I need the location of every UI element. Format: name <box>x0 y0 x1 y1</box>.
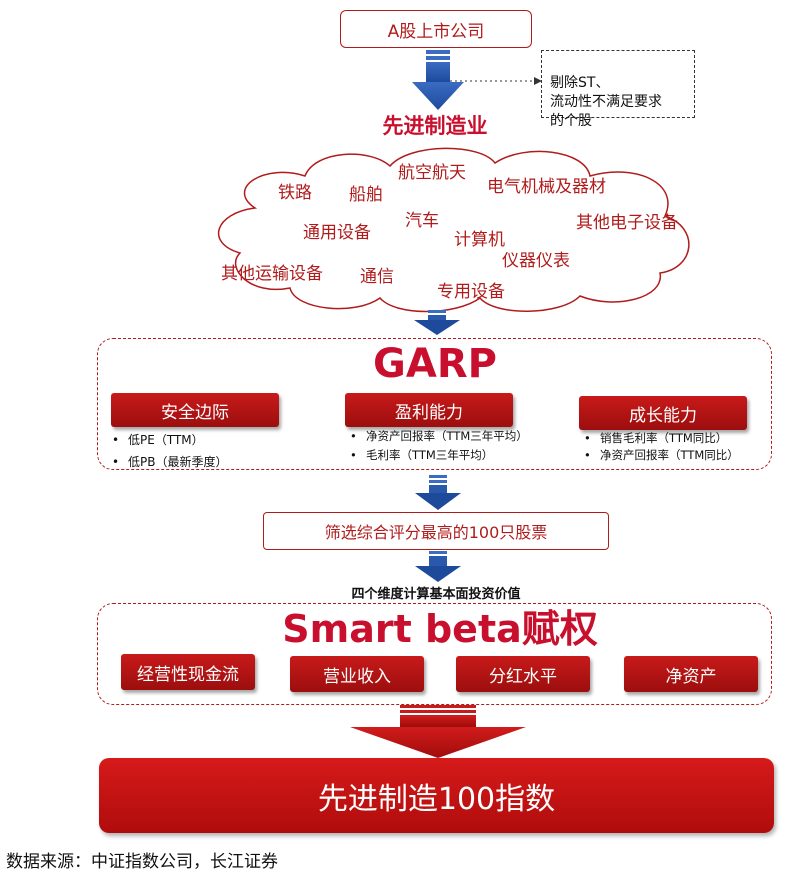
exclusion-note-text: 剔除ST、 流动性不满足要求 的个股 <box>550 75 662 129</box>
advanced-manufacturing-label: 先进制造业 <box>382 114 488 138</box>
growth-bullets: 销售毛利率（TTM同比） 净资产回报率（TTM同比） <box>580 430 739 464</box>
industry-special-equipment: 专用设备 <box>437 282 505 302</box>
industry-railway: 铁路 <box>278 183 312 203</box>
garp-panel <box>97 338 772 470</box>
smart-beta-title: Smart beta赋权 <box>282 607 598 651</box>
industry-shipbuilding: 船舶 <box>349 185 383 205</box>
factor-operating-cashflow-label: 经营性现金流 <box>137 664 239 685</box>
pill-growth-label: 成长能力 <box>629 405 697 426</box>
top-box-label: A股上市公司 <box>387 21 485 42</box>
pill-safety-margin-label: 安全边际 <box>161 402 229 423</box>
industry-aerospace: 航空航天 <box>398 163 466 183</box>
bullet-sales-margin-yoy: 销售毛利率（TTM同比） <box>580 430 739 447</box>
screen-box: 筛选综合评分最高的100只股票 <box>263 512 609 550</box>
bullet-roe-avg: 净资产回报率（TTM三年平均） <box>346 427 528 446</box>
safety-margin-bullets: 低PE（TTM） 低PB（最新季度） <box>108 429 227 473</box>
big-down-arrow <box>350 705 526 758</box>
smart-beta-panel <box>97 603 772 705</box>
industry-other-transport: 其他运输设备 <box>221 264 323 284</box>
down-arrow-4 <box>415 551 461 582</box>
top-box: A股上市公司 <box>340 10 532 48</box>
factor-revenue: 营业收入 <box>290 656 424 692</box>
industry-instruments: 仪器仪表 <box>502 251 570 271</box>
industry-automobile: 汽车 <box>405 211 439 231</box>
industry-electrical-machinery: 电气机械及器材 <box>487 177 606 197</box>
down-arrow-2 <box>414 310 460 335</box>
factor-dividend-level-label: 分红水平 <box>489 666 557 687</box>
factor-revenue-label: 营业收入 <box>323 666 391 687</box>
industry-other-electronics: 其他电子设备 <box>576 213 678 233</box>
factor-dividend-level: 分红水平 <box>456 656 590 692</box>
bullet-roe-yoy: 净资产回报率（TTM同比） <box>580 447 739 464</box>
factor-operating-cashflow: 经营性现金流 <box>121 654 255 690</box>
industry-cloud <box>218 147 690 313</box>
down-arrow-1 <box>412 50 464 110</box>
factor-net-assets-label: 净资产 <box>665 666 717 687</box>
bullet-low-pb: 低PB（最新季度） <box>108 451 227 473</box>
final-index-bar: 先进制造100指数 <box>99 758 774 833</box>
garp-title: GARP <box>373 341 497 387</box>
pill-safety-margin: 安全边际 <box>111 393 279 427</box>
source-note: 数据来源：中证指数公司，长江证券 <box>6 852 278 872</box>
final-index-label: 先进制造100指数 <box>317 781 556 817</box>
profitability-bullets: 净资产回报率（TTM三年平均） 毛利率（TTM三年平均） <box>346 427 528 465</box>
down-arrow-3 <box>415 475 461 510</box>
industry-computer: 计算机 <box>454 230 505 250</box>
bullet-gross-margin-avg: 毛利率（TTM三年平均） <box>346 446 528 465</box>
pill-profitability: 盈利能力 <box>345 393 513 427</box>
factor-net-assets: 净资产 <box>624 656 758 692</box>
screen-box-label: 筛选综合评分最高的100只股票 <box>324 523 548 542</box>
four-dimensions-label: 四个维度计算基本面投资价值 <box>351 587 521 602</box>
industry-telecom: 通信 <box>360 267 394 287</box>
industry-general-equipment: 通用设备 <box>303 223 371 243</box>
bullet-low-pe: 低PE（TTM） <box>108 429 227 451</box>
pill-profitability-label: 盈利能力 <box>395 402 463 423</box>
pill-growth: 成长能力 <box>579 396 747 430</box>
note-connector <box>450 77 542 85</box>
exclusion-note: 剔除ST、 流动性不满足要求 的个股 <box>541 50 695 129</box>
